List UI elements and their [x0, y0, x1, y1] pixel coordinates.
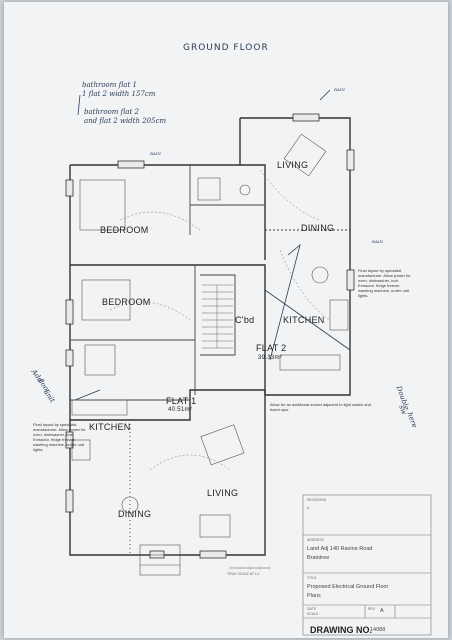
flat-2-area: 39.33m² — [258, 355, 283, 361]
title-block-address-label: ADDRESS — [307, 538, 324, 542]
title-block-drawing-no-label: DRAWING NO. — [310, 625, 372, 635]
title-block-title-label: TITLE — [307, 576, 317, 580]
room-label-cbd: C'bd — [235, 315, 255, 325]
title-block-rev-a: A — [307, 506, 310, 510]
title-block-drawing-no-value: 14088 — [370, 627, 386, 633]
rain-label-upper: RAIN — [150, 151, 161, 156]
entrance-steps — [139, 544, 181, 576]
rain-label-right: RAIN — [372, 239, 383, 244]
scale-bar-label: TRUE SCALE AT 1:1 — [227, 572, 260, 576]
title-block-scale-label: SCALE — [307, 612, 319, 616]
stairs — [202, 284, 233, 349]
title-block-date-label: DATE — [307, 607, 317, 611]
wall-outline-middle — [69, 264, 266, 420]
title-block — [302, 494, 432, 636]
windows — [65, 113, 355, 559]
room-label-flat-2: FLAT 2 — [256, 343, 287, 353]
title-block-rev-value: A — [380, 608, 384, 614]
wiring — [109, 169, 331, 471]
note-mid: Allow for an additional socket adjacent … — [270, 402, 371, 412]
room-label-dining-2: DINING — [118, 509, 152, 519]
title-block-address-line2: Braintree — [307, 555, 330, 561]
title-block-rev-label: REV — [368, 607, 376, 611]
title-block-revisions-label: REVISIONS — [307, 498, 327, 502]
room-label-flat-1: FLAT 1 — [166, 396, 197, 406]
title-block-title-line1: Proposed Electrical Ground Floor — [307, 584, 389, 590]
room-label-living-1: LIVING — [277, 160, 309, 170]
flat-1-area: 40.51m² — [168, 407, 193, 413]
title-block-title-line2: Plans — [307, 593, 321, 599]
room-label-kitchen-1: KITCHEN — [89, 422, 131, 432]
furniture — [71, 133, 349, 538]
bath-note-2: 1 flat 2 width 157cm — [82, 90, 156, 98]
bath-note-4: and flat 2 width 205cm — [84, 117, 167, 125]
bath-note-3: bathroom flat 2 — [84, 108, 139, 116]
rain-label-top: RAIN — [334, 87, 345, 92]
room-label-dining-1: DINING — [301, 223, 335, 233]
room-label-bedroom-1: BEDROOM — [100, 225, 149, 235]
note-right-kitchen: Final layout by specialist manufacturer.… — [358, 268, 411, 298]
wall-outline-lower — [69, 389, 266, 556]
handwritten-marks — [74, 89, 351, 401]
room-label-kitchen-2: KITCHEN — [283, 315, 325, 325]
sheet-title: GROUND FLOOR — [183, 43, 269, 53]
note-left-kitchen: Final layout by specialist manufacturer.… — [33, 422, 86, 452]
title-block-address-line1: Land Adj 140 Ravine Road — [307, 546, 373, 552]
room-label-bedroom-2: BEDROOM — [102, 297, 151, 307]
bath-note-1: bathroom flat 1 — [82, 81, 137, 89]
room-label-living-2: LIVING — [207, 488, 239, 498]
